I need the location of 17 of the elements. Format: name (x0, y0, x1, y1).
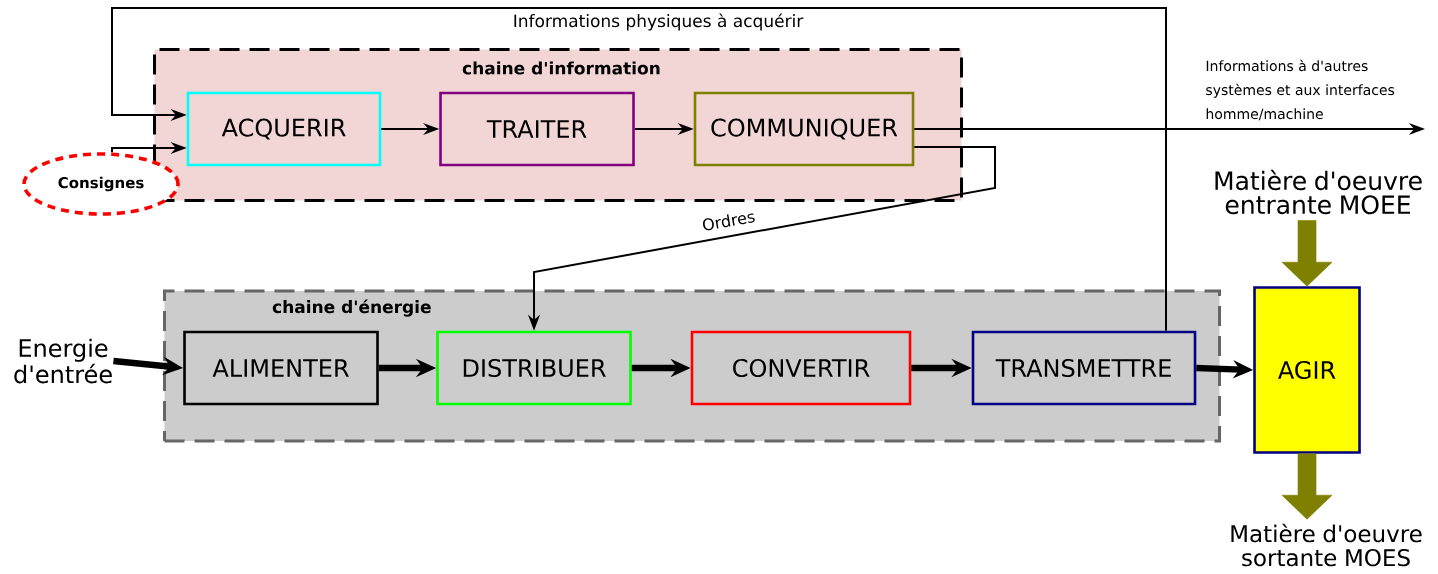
flow-text: Energie d'entrée (14, 338, 112, 384)
process-box: AGIR (1253, 286, 1361, 454)
process-box: ALIMENTER (183, 330, 379, 406)
edge-label: Ordres (703, 213, 755, 231)
block-arrow (1281, 453, 1333, 520)
block-arrow (1281, 220, 1333, 287)
flow-text: Matière d'oeuvre sortante MOES (1231, 523, 1422, 567)
process-box: DISTRIBUER (436, 330, 632, 406)
process-box: TRANSMETTRE (971, 330, 1197, 406)
process-box: TRAITER (439, 91, 635, 167)
process-box: CONVERTIR (690, 330, 912, 406)
edge-label: Informations physiques à acquérir (514, 13, 804, 31)
flow-text: Matière d'oeuvre entrante MOEE (1215, 169, 1422, 215)
arrow (111, 7, 1167, 332)
edge-label: Informations à d'autres systèmes et aux interfaces homme/machine (1206, 59, 1395, 121)
process-box: COMMUNIQUER (693, 91, 915, 167)
process-box: ACQUERIR (186, 91, 382, 167)
